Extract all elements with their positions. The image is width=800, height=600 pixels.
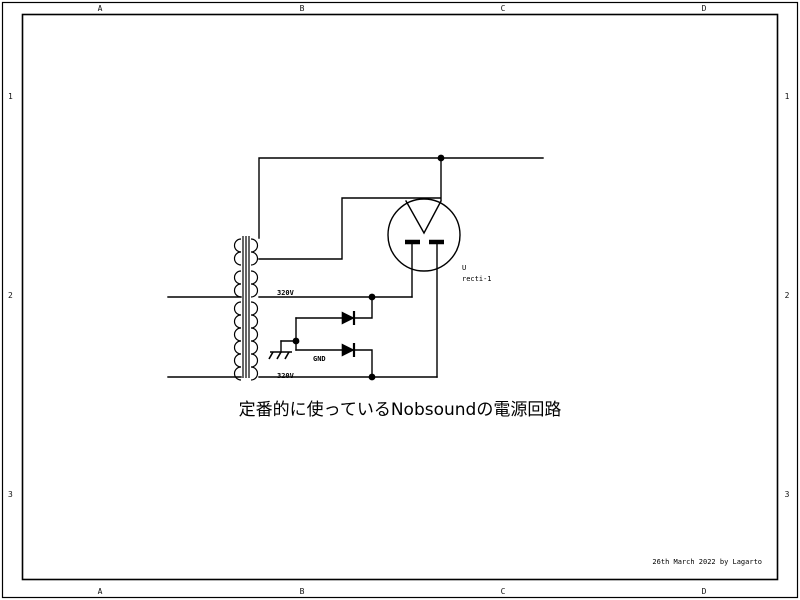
ground-bus	[280, 317, 297, 353]
rectifier-tube-u[interactable]: U recti-1	[387, 198, 492, 378]
zone-label-right-3: 3	[785, 490, 790, 499]
tube-ref-designator: U	[462, 264, 466, 272]
zone-label-top-a: A	[98, 4, 103, 13]
junction-ground-bus	[292, 337, 300, 345]
transformer-t1[interactable]	[233, 236, 259, 381]
diode-d1-cathode-lead	[353, 296, 373, 319]
tube-ref-value: recti-1	[462, 275, 492, 283]
transformer-primary-winding	[233, 238, 242, 381]
zone-label-bottom-d: D	[702, 587, 707, 596]
frame-inner-border	[21, 13, 779, 581]
ac-input-wires	[167, 296, 242, 378]
zone-label-left-1: 1	[8, 92, 13, 101]
zone-label-left-2: 2	[8, 291, 13, 300]
zone-labels-left: 1 2 3	[8, 92, 13, 499]
zone-label-top-b: B	[300, 4, 305, 13]
ground-hatch-2	[276, 351, 282, 360]
schematic-credit: 26th March 2022 by Lagarto	[652, 558, 762, 566]
zone-label-right-2: 2	[785, 291, 790, 300]
net-label-ground: GND	[313, 355, 326, 363]
diode-d1[interactable]	[295, 296, 373, 325]
tube-filament	[405, 200, 442, 235]
junction-hv-bottom	[368, 373, 376, 381]
diode-d2[interactable]	[295, 343, 373, 378]
zone-labels-right: 1 2 3	[785, 92, 790, 499]
wire-filament-upper	[258, 157, 544, 239]
diode-d1-symbol	[341, 311, 355, 325]
junction-top-rail	[437, 154, 445, 162]
diode-d2-cathode-lead	[353, 349, 373, 378]
zone-label-bottom-c: C	[501, 587, 506, 596]
diode-d2-symbol	[341, 343, 355, 357]
wire-filament-lower	[258, 197, 441, 260]
zone-label-bottom-a: A	[98, 587, 103, 596]
zone-label-top-c: C	[501, 4, 506, 13]
junction-dots	[292, 154, 445, 381]
ground-symbol: GND	[268, 351, 326, 363]
zone-label-bottom-b: B	[300, 587, 305, 596]
ground-hatch-3	[284, 351, 290, 360]
zone-label-left-3: 3	[8, 490, 13, 499]
zone-labels-top: A B C D	[98, 4, 707, 13]
schematic-title: 定番的に使っているNobsoundの電源回路	[239, 399, 562, 420]
zone-label-top-d: D	[702, 4, 707, 13]
junction-hv-top	[368, 293, 376, 301]
zone-label-right-1: 1	[785, 92, 790, 101]
zone-labels-bottom: A B C D	[98, 587, 707, 596]
ground-hatch-1	[268, 351, 274, 360]
tube-envelope	[387, 198, 461, 272]
net-label-hv-bottom: 320V	[277, 372, 295, 380]
net-label-hv-top: 320V	[277, 289, 295, 297]
transformer-core	[242, 236, 250, 378]
hv-secondary-rails: 320V 320V	[258, 289, 438, 380]
filament-wiring	[258, 157, 544, 260]
transformer-secondary-winding	[250, 238, 259, 381]
